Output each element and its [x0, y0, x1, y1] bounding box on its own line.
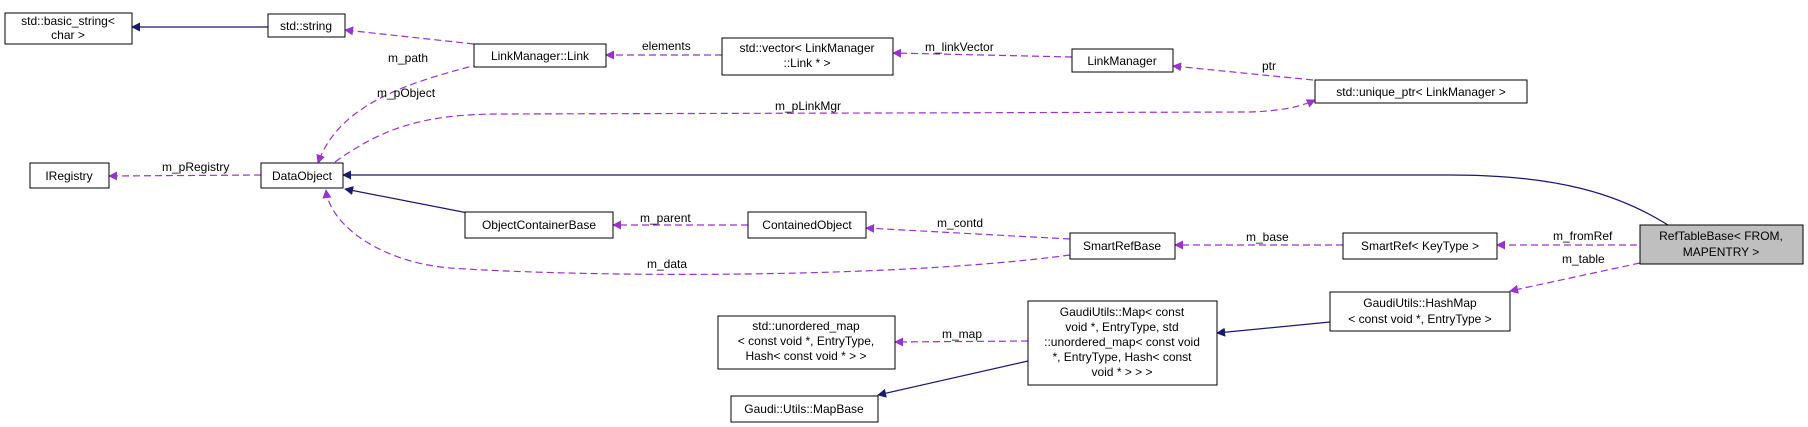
class-label-vector-line-2: ::Link * >: [783, 56, 830, 70]
class-node-smartref[interactable]: SmartRef< KeyType >: [1342, 232, 1498, 260]
edge-label-m-base: m_base: [1246, 230, 1289, 244]
class-label-vector-line-1: std::vector< LinkManager: [739, 41, 874, 55]
class-node-unique-ptr[interactable]: std::unique_ptr< LinkManager >: [1314, 79, 1528, 104]
class-label-smartrefbase: SmartRefBase: [1083, 239, 1161, 253]
edge-smartrefbase-to-contained: [865, 223, 1071, 240]
edge-linkmanager-to-vector: [892, 48, 1073, 58]
class-node-hashmap[interactable]: GaudiUtils::HashMap < const void *, Entr…: [1329, 291, 1511, 332]
class-node-iregistry[interactable]: IRegistry: [29, 162, 110, 189]
class-label-hashmap-line-1: GaudiUtils::HashMap: [1363, 296, 1477, 310]
class-label-iregistry: IRegistry: [45, 169, 92, 183]
class-label-dataobject: DataObject: [272, 169, 333, 183]
edge-hashmap-to-gmap: [1216, 321, 1331, 337]
class-node-objcontainer[interactable]: ObjectContainerBase: [464, 211, 614, 239]
class-label-reftable-line-2: MAPENTRY >: [1683, 245, 1760, 259]
edge-gmap-to-mapbase: [877, 360, 1029, 398]
edge-label-m-map: m_map: [942, 327, 982, 341]
class-label-gaudi-map-line-3: ::unordered_map< const void: [1044, 335, 1200, 349]
class-label-std-string: std::string: [280, 19, 332, 33]
class-label-mapbase: Gaudi::Utils::MapBase: [744, 402, 864, 416]
class-label-reftable-line-1: RefTableBase< FROM,: [1659, 229, 1783, 243]
class-node-mapbase[interactable]: Gaudi::Utils::MapBase: [730, 395, 879, 423]
edge-reftable-to-dataobject: [342, 170, 1669, 226]
edge-label-m-table: m_table: [1562, 252, 1605, 266]
edge-label-m-pregistry: m_pRegistry: [162, 160, 229, 174]
class-node-link[interactable]: LinkManager::Link: [473, 43, 607, 68]
edge-reftable-to-hashmap: [1509, 262, 1641, 294]
edge-dataobject-to-uniqueptr: [334, 99, 1316, 163]
class-node-dataobject[interactable]: DataObject: [260, 162, 344, 189]
class-label-unique-ptr: std::unique_ptr< LinkManager >: [1336, 85, 1505, 99]
class-node-gaudi-map[interactable]: GaudiUtils::Map< const void *, EntryType…: [1027, 300, 1218, 386]
class-label-link: LinkManager::Link: [491, 49, 590, 63]
edge-label-m-fromref: m_fromRef: [1553, 229, 1613, 243]
edge-gmap-to-unordered-map: [894, 337, 1029, 347]
class-label-basic-string-line-1: std::basic_string<: [21, 14, 115, 28]
edge-label-m-path: m_path: [388, 51, 428, 65]
edge-label-m-parent: m_parent: [640, 211, 691, 225]
edge-link-to-dataobject: [316, 63, 481, 164]
class-node-reftable[interactable]: RefTableBase< FROM, MAPENTRY >: [1639, 224, 1804, 265]
edge-label-m-linkvector: m_linkVector: [925, 40, 994, 54]
class-label-gaudi-map-line-4: *, EntryType, Hash< const: [1052, 350, 1192, 364]
class-label-objcontainer: ObjectContainerBase: [482, 218, 596, 232]
edge-smartrefbase-to-dataobject: [322, 189, 1071, 275]
class-label-unordered-map-line-3: Hash< const void * > >: [745, 349, 866, 363]
class-label-linkmanager: LinkManager: [1087, 54, 1156, 68]
class-label-hashmap-line-2: < const void *, EntryType >: [1348, 312, 1491, 326]
class-label-gaudi-map-line-5: void * > > >: [1091, 365, 1152, 379]
class-label-unordered-map-line-1: std::unordered_map: [752, 319, 860, 333]
class-node-linkmanager[interactable]: LinkManager: [1071, 48, 1174, 73]
class-node-std-string[interactable]: std::string: [267, 13, 346, 38]
edge-label-elements: elements: [642, 39, 691, 53]
edge-label-ptr: ptr: [1262, 59, 1276, 73]
edge-label-m-plinkmgr: m_pLinkMgr: [775, 99, 841, 113]
class-label-gaudi-map-line-2: void *, EntryType, std: [1065, 320, 1178, 334]
class-node-vector[interactable]: std::vector< LinkManager ::Link * >: [721, 37, 894, 76]
edge-link-to-std-string: [344, 26, 475, 45]
class-node-smartrefbase[interactable]: SmartRefBase: [1069, 232, 1176, 260]
class-node-unordered-map[interactable]: std::unordered_map < const void *, Entry…: [717, 315, 896, 370]
edge-objcontainer-to-dataobject: [344, 186, 469, 214]
class-node-basic-string[interactable]: std::basic_string< char >: [4, 12, 133, 45]
edge-uniqueptr-to-linkmanager: [1172, 62, 1314, 81]
edge-label-m-data: m_data: [647, 257, 687, 271]
edge-label-m-contd: m_contd: [937, 216, 983, 230]
class-label-basic-string-line-2: char >: [51, 28, 85, 42]
class-label-contained: ContainedObject: [762, 218, 852, 232]
class-label-smartref: SmartRef< KeyType >: [1361, 239, 1479, 253]
class-label-gaudi-map-line-1: GaudiUtils::Map< const: [1060, 305, 1185, 319]
class-node-contained[interactable]: ContainedObject: [747, 211, 867, 239]
edge-dataobject-to-iregistry: [108, 171, 262, 181]
edge-label-m-pobject: m_pObject: [377, 86, 436, 100]
class-label-unordered-map-line-2: < const void *, EntryType,: [738, 334, 874, 348]
